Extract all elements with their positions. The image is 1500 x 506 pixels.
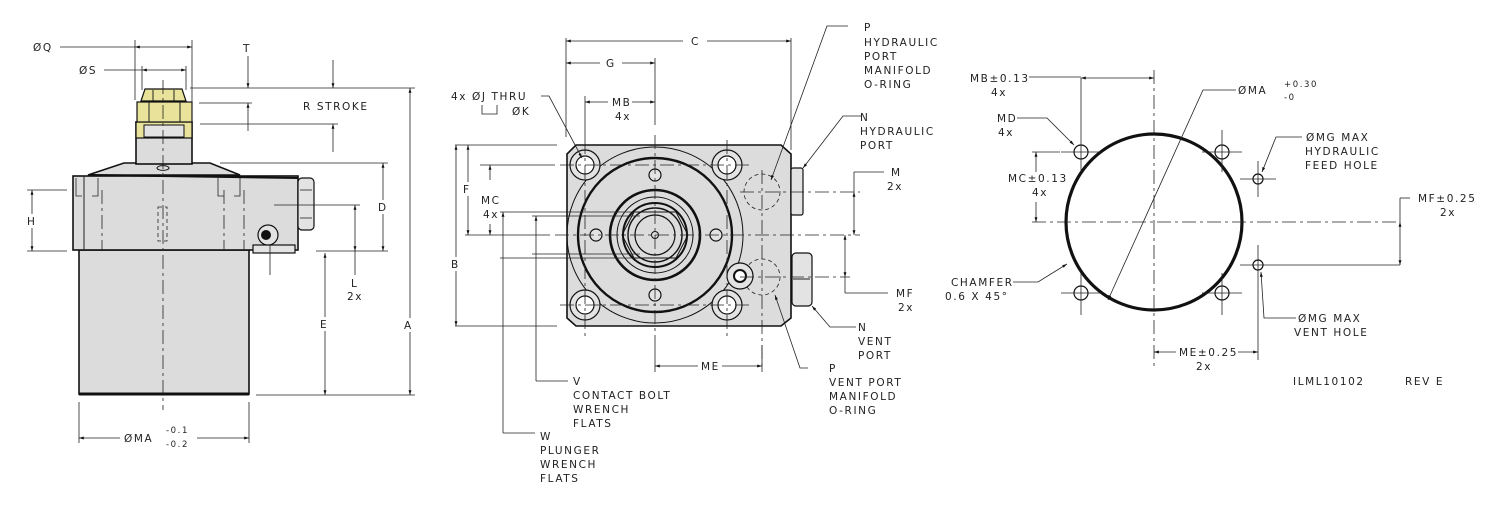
- mount-mg-feed-line2: HYDRAULIC: [1305, 146, 1380, 158]
- callout-n-vent-line2: VENT: [858, 336, 893, 348]
- callout-p-vent-line4: O-RING: [829, 405, 877, 417]
- callout-n-hydraulic-line3: PORT: [860, 140, 894, 152]
- dim-q-label: ØQ: [33, 42, 53, 54]
- callout-n-vent-line3: PORT: [858, 350, 892, 362]
- callout-p-hydraulic-line2: HYDRAULIC: [864, 37, 939, 49]
- mount-me-qty: 2x: [1196, 361, 1212, 373]
- callout-w-line2: PLUNGER: [540, 445, 600, 457]
- dim-f-label: F: [463, 184, 471, 196]
- contact-bolt-nut: [136, 101, 193, 123]
- callout-v-line2: CONTACT BOLT: [573, 390, 671, 402]
- md-hole: [1202, 273, 1242, 315]
- dim-t-label: T: [242, 43, 251, 55]
- callout-v-line3: WRENCH: [573, 404, 630, 416]
- callout-p-hydraulic-line5: O-RING: [864, 79, 912, 91]
- dim-ma-tol-upper: -0.1: [166, 426, 189, 436]
- callout-p-vent-line1: P: [829, 363, 837, 375]
- callout-w-line1: W: [540, 431, 552, 443]
- callout-v-line4: FLATS: [573, 418, 613, 430]
- mount-me-label: ME±0.25: [1179, 347, 1238, 359]
- callout-p-vent-line3: MANIFOLD: [829, 391, 897, 403]
- mount-chamfer-line1: CHAMFER: [951, 277, 1014, 289]
- mount-mb-qty: 4x: [991, 87, 1007, 99]
- dim-d-label: D: [378, 202, 388, 214]
- dim-l-label: L: [351, 278, 358, 290]
- dim-mc-qty: 4x: [483, 209, 499, 221]
- callout-w-line3: WRENCH: [540, 459, 597, 471]
- dim-mf-qty: 2x: [898, 302, 914, 314]
- md-hole: [1061, 78, 1101, 172]
- mount-mg-vent-line1: ØMG MAX: [1298, 313, 1361, 325]
- dim-s-label: ØS: [79, 65, 97, 77]
- mount-ma-label: ØMA: [1238, 85, 1267, 97]
- callout-p-hydraulic-line1: P: [864, 22, 872, 34]
- mount-mf-qty: 2x: [1440, 207, 1456, 219]
- dim-ma-tol-lower: -0.2: [166, 440, 189, 450]
- mount-chamfer-line2: 0.6 X 45°: [945, 291, 1009, 303]
- callout-p-vent-line2: VENT PORT: [829, 377, 902, 389]
- callout-p-hydraulic-line4: MANIFOLD: [864, 65, 932, 77]
- callout-n-vent-line1: N: [858, 322, 867, 334]
- callout-w-line4: FLATS: [540, 473, 580, 485]
- dim-ma-label: ØMA: [124, 433, 153, 445]
- mount-mg-feed-line3: FEED HOLE: [1305, 160, 1379, 172]
- callout-n-hydraulic-line1: N: [860, 112, 869, 124]
- dim-m-qty: 2x: [887, 181, 903, 193]
- dim-r-stroke-label: R STROKE: [303, 101, 369, 113]
- callout-p-hydraulic-line3: PORT: [864, 51, 898, 63]
- mg-vent-hole: [1240, 245, 1400, 360]
- callout-v-line1: V: [573, 376, 582, 388]
- top-view: C G MB 4x 4x ØJ THRU ØK F B MC 4x: [450, 22, 939, 485]
- dim-mf-label: MF: [896, 288, 914, 300]
- md-hole: [1202, 130, 1242, 172]
- mount-md-qty: 4x: [998, 127, 1014, 139]
- dim-mb-label: MB: [612, 97, 631, 109]
- hydraulic-port-fitting: [790, 167, 804, 216]
- dim-h-label: H: [27, 216, 37, 228]
- dim-b-label: B: [451, 259, 460, 271]
- drawing-number: ILML10102: [1293, 376, 1365, 388]
- revision-label: REV E: [1405, 376, 1444, 388]
- dim-me-label: ME: [701, 361, 720, 373]
- mount-hole: [711, 289, 743, 321]
- side-view: ØQ ØS T R STROKE H D: [26, 40, 416, 450]
- dim-e-label: E: [320, 319, 328, 331]
- mounting-view: MB±0.13 4x MD 4x MC±0.13 4x ØMA +0.30 -0…: [945, 70, 1476, 373]
- dim-mb-qty: 4x: [615, 111, 631, 123]
- mount-mg-feed-line1: ØMG MAX: [1306, 132, 1369, 144]
- dim-g-label: G: [606, 58, 616, 70]
- side-fitting: [297, 177, 315, 231]
- mount-ma-tol-lower: -0: [1284, 93, 1296, 103]
- bottom-plate-tab: [252, 244, 296, 254]
- dim-j-thru-label: 4x ØJ THRU: [451, 91, 527, 103]
- mount-mg-vent-line2: VENT HOLE: [1294, 327, 1368, 339]
- mount-mf-label: MF±0.25: [1418, 193, 1476, 205]
- dim-mc-label: MC: [481, 195, 501, 207]
- mount-ma-tol-upper: +0.30: [1284, 80, 1318, 90]
- mg-feed-hole: [1240, 161, 1276, 197]
- mount-mb-label: MB±0.13: [970, 73, 1030, 85]
- dim-a-label: A: [404, 320, 413, 332]
- cylinder-body: [78, 249, 250, 395]
- mount-mc-label: MC±0.13: [1008, 173, 1068, 185]
- contact-bolt-head: [140, 88, 187, 102]
- dim-l-qty: 2x: [347, 291, 363, 303]
- callout-n-hydraulic-line2: HYDRAULIC: [860, 126, 935, 138]
- tapered-cap: [87, 162, 241, 176]
- md-hole: [1061, 273, 1101, 315]
- dim-k-label: ØK: [512, 106, 530, 118]
- mount-mc-qty: 4x: [1032, 187, 1048, 199]
- dim-m-label: M: [891, 167, 902, 179]
- dim-c-label: C: [691, 36, 700, 48]
- mount-md-label: MD: [997, 113, 1017, 125]
